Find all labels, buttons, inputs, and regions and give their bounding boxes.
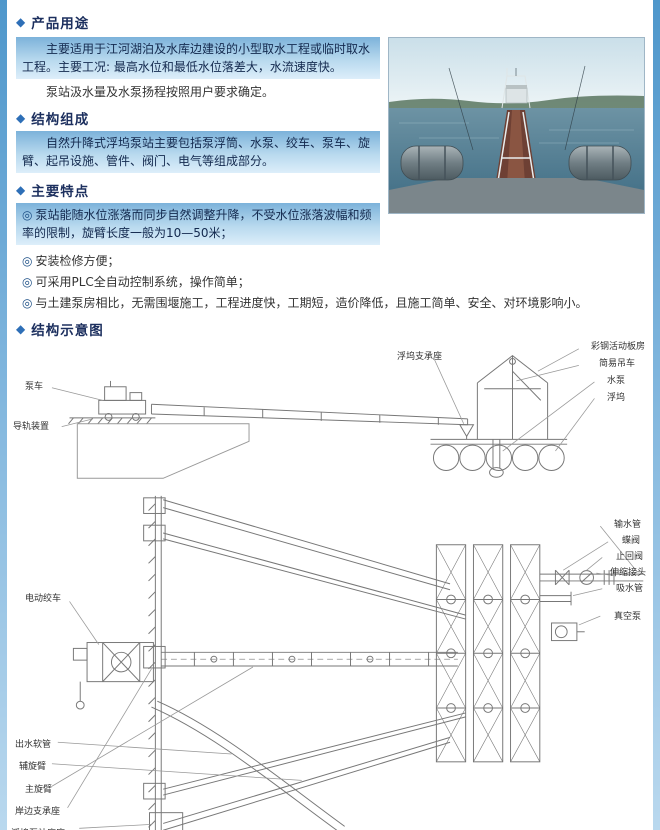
section-heading-usage: ◆ 产品用途	[16, 12, 645, 32]
feature-item: ◎安装检修方便；	[16, 252, 645, 270]
circle-bullet-icon: ◎	[22, 275, 33, 289]
label-shore-support-seat: 岸边支承座	[15, 807, 61, 817]
diamond-bullet-icon: ◆	[16, 15, 27, 29]
circle-bullet-icon: ◎	[22, 208, 33, 222]
heading-text-diagram: 结构示意图	[31, 323, 104, 339]
usage-row: 主要适用于江河湖泊及水库边建设的小型取水工程或临时取水工程。主要工况: 最高水位…	[16, 35, 645, 249]
circle-bullet-icon: ◎	[22, 296, 33, 310]
feature-item: ◎泵站能随水位涨落而同步自然调整升降，不受水位涨落波幅和频率的限制，旋臂长度一般…	[16, 203, 380, 245]
pump-station-photo-illustration	[389, 38, 644, 213]
section-heading-diagram: ◆ 结构示意图	[16, 319, 645, 339]
feature-item: ◎与土建泵房相比，无需围堰施工，工程进度快，工期短，造价降低，且施工简单、安全、…	[16, 294, 645, 312]
heading-text-features: 主要特点	[31, 184, 90, 200]
side-view-schematic	[51, 348, 595, 479]
section-heading-composition: ◆ 结构组成	[16, 108, 380, 128]
label-dock-support-seat: 浮坞支承座	[397, 352, 443, 362]
usage-paragraph-highlighted: 主要适用于江河湖泊及水库边建设的小型取水工程或临时取水工程。主要工况: 最高水位…	[16, 37, 380, 79]
label-expansion-joint: 伸缩接头	[610, 568, 647, 578]
plan-view-drawing: 电动绞车 出水软管 辅旋臂 主旋臂 岸边支承座 浮坞泵站底座 输水管 蝶阀 止回…	[9, 490, 653, 830]
product-photo	[388, 37, 645, 214]
label-main-swing-arm: 主旋臂	[25, 785, 53, 795]
heading-text-composition: 结构组成	[31, 112, 90, 128]
circle-bullet-icon: ◎	[22, 254, 33, 268]
page-content: ◆ 产品用途 主要适用于江河湖泊及水库边建设的小型取水工程或临时取水工程。主要工…	[7, 0, 653, 830]
label-simple-crane: 简易吊车	[599, 359, 636, 369]
feature-text: 泵站能随水位涨落而同步自然调整升降，不受水位涨落波幅和频率的限制，旋臂长度一般为…	[22, 208, 372, 240]
label-outlet-hose: 出水软管	[15, 740, 52, 750]
label-check-valve: 止回阀	[616, 552, 644, 562]
label-floating-dock: 浮坞	[607, 393, 626, 403]
diamond-bullet-icon: ◆	[16, 322, 27, 336]
feature-text: 可采用PLC全自动控制系统，操作简单；	[35, 275, 250, 289]
diamond-bullet-icon: ◆	[16, 183, 27, 197]
left-text-column: 主要适用于江河湖泊及水库边建设的小型取水工程或临时取水工程。主要工况: 最高水位…	[16, 35, 380, 249]
label-guide-rail-device: 导轨装置	[13, 422, 50, 432]
usage-paragraph-plain: 泵站汲水量及水泵扬程按照用户要求确定。	[46, 85, 275, 99]
feature-item: ◎可采用PLC全自动控制系统，操作简单；	[16, 273, 645, 291]
right-border-decoration	[653, 0, 660, 830]
label-delivery-pipe: 输水管	[614, 520, 642, 530]
label-vacuum-pump: 真空泵	[614, 612, 642, 622]
diamond-bullet-icon: ◆	[16, 111, 27, 125]
side-view-drawing: 泵车 导轨装置 浮坞支承座 彩钢活动板房 简易吊车 水泵 浮坞	[9, 342, 653, 488]
plan-view-schematic	[51, 495, 644, 830]
feature-text: 与土建泵房相比，无需围堰施工，工程进度快，工期短，造价降低，且施工简单、安全、对…	[35, 296, 588, 310]
composition-paragraph-highlighted: 自然升降式浮坞泵站主要包括泵浮筒、水泵、绞车、泵车、旋臂、起吊设施、管件、阀门、…	[16, 131, 380, 173]
label-electric-winch: 电动绞车	[25, 594, 62, 604]
section-heading-features: ◆ 主要特点	[16, 180, 380, 200]
feature-text: 安装检修方便；	[35, 254, 120, 268]
heading-text-usage: 产品用途	[31, 16, 90, 32]
label-aux-swing-arm: 辅旋臂	[19, 762, 47, 772]
label-water-pump: 水泵	[607, 376, 626, 386]
label-steel-cabin: 彩钢活动板房	[591, 342, 646, 352]
left-border-decoration	[0, 0, 7, 830]
label-pump-truck: 泵车	[25, 382, 44, 392]
label-suction-pipe: 吸水管	[616, 584, 644, 594]
label-butterfly-valve: 蝶阀	[622, 536, 641, 546]
